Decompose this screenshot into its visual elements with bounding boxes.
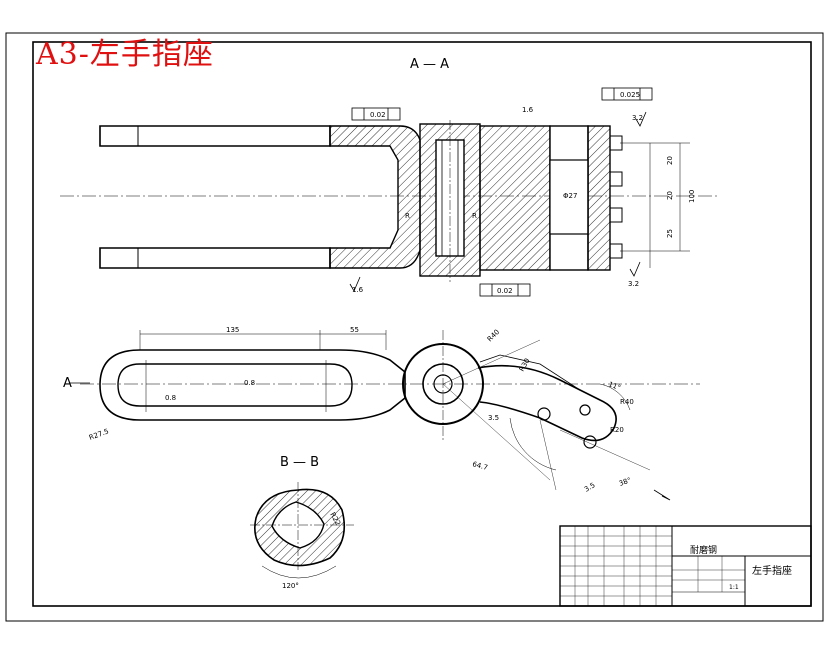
svg-text:R40: R40 <box>620 398 634 406</box>
svg-text:3.5: 3.5 <box>488 414 499 422</box>
svg-text:R: R <box>472 212 477 220</box>
drawing-title: A3-左手指座 <box>36 37 214 72</box>
outer-frame <box>5 32 824 622</box>
title-block <box>559 525 812 607</box>
svg-text:0.8: 0.8 <box>165 394 176 402</box>
section-bb-view <box>250 482 354 579</box>
title-block-material: 耐磨钢 <box>690 546 718 556</box>
svg-text:1.6: 1.6 <box>352 286 364 294</box>
section-aa-label: A — A <box>410 57 450 72</box>
svg-text:64.7: 64.7 <box>471 460 488 472</box>
svg-text:3.2: 3.2 <box>628 280 639 288</box>
section-bb-label: B — B <box>280 455 320 470</box>
svg-text:25: 25 <box>666 229 674 238</box>
title-block-scale: 1:1 <box>729 584 739 591</box>
svg-text:1.6: 1.6 <box>522 106 534 114</box>
front-view <box>70 330 700 501</box>
svg-text:0.8: 0.8 <box>244 379 255 387</box>
svg-text:100: 100 <box>688 190 696 203</box>
inner-frame <box>32 41 812 607</box>
svg-text:Φ27: Φ27 <box>563 192 577 200</box>
svg-text:3.2: 3.2 <box>632 114 643 122</box>
svg-text:20: 20 <box>666 156 674 165</box>
svg-text:38°: 38° <box>618 476 632 488</box>
svg-text:R27.5: R27.5 <box>88 427 110 442</box>
title-block-part-name: 左手指座 <box>752 566 792 577</box>
svg-text:55: 55 <box>350 326 359 334</box>
svg-text:120°: 120° <box>282 582 299 590</box>
svg-text:R40: R40 <box>486 328 501 343</box>
svg-text:3.5: 3.5 <box>583 481 597 493</box>
view-label-a: A <box>63 376 72 391</box>
section-aa-view <box>60 87 720 297</box>
svg-text:20: 20 <box>666 191 674 200</box>
svg-text:R20: R20 <box>610 426 624 434</box>
svg-text:0.025: 0.025 <box>620 91 640 99</box>
svg-text:0.02: 0.02 <box>370 111 386 119</box>
svg-text:R: R <box>405 212 410 220</box>
svg-text:135: 135 <box>226 326 239 334</box>
svg-text:11°: 11° <box>607 380 621 392</box>
svg-text:0.02: 0.02 <box>497 287 513 295</box>
